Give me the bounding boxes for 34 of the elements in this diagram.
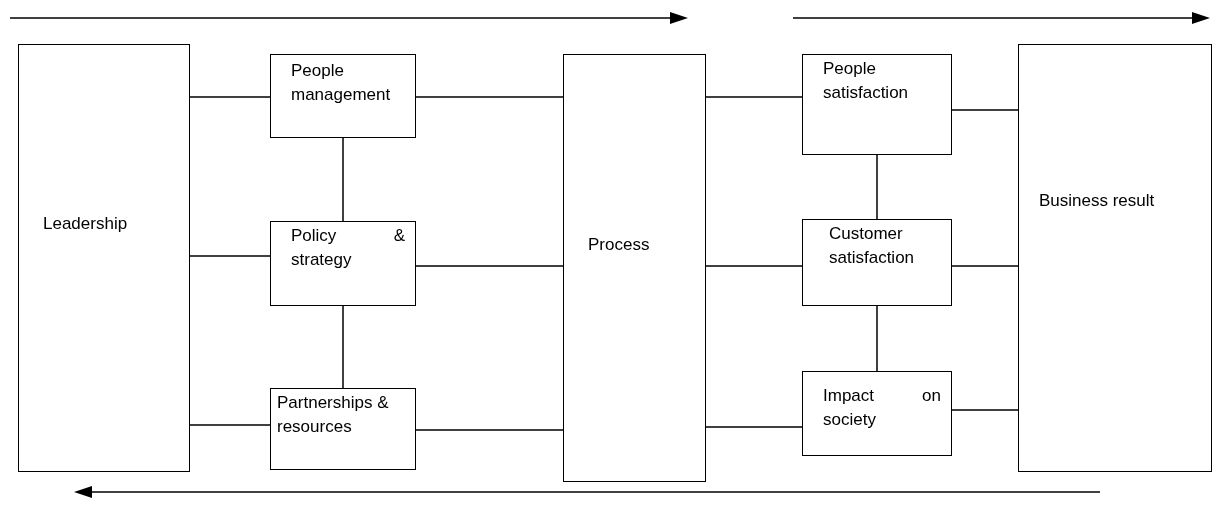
box-label: Impact on society bbox=[823, 385, 941, 431]
box-label: Business result bbox=[1039, 190, 1156, 212]
connector-line bbox=[951, 109, 1019, 111]
connector-line bbox=[342, 305, 344, 389]
connector-line bbox=[415, 96, 564, 98]
connector-line bbox=[189, 96, 271, 98]
connector-line bbox=[189, 255, 271, 257]
process-box bbox=[802, 371, 952, 456]
connector-line bbox=[951, 409, 1019, 411]
connector-line bbox=[705, 96, 803, 98]
process-box bbox=[270, 221, 416, 306]
connector-line bbox=[876, 154, 878, 220]
box-label: Partnerships & resources bbox=[277, 392, 390, 438]
connector-line bbox=[415, 265, 564, 267]
box-label: Process bbox=[588, 234, 651, 256]
connector-line bbox=[876, 305, 878, 372]
process-box bbox=[270, 388, 416, 470]
box-label: Customer satisfaction bbox=[829, 223, 916, 269]
process-box bbox=[802, 219, 952, 306]
box-label: Leadership bbox=[43, 213, 129, 235]
process-box bbox=[270, 54, 416, 138]
box-label: People management bbox=[291, 60, 392, 106]
connector-line bbox=[415, 429, 564, 431]
connector-line bbox=[951, 265, 1019, 267]
box-label: People satisfaction bbox=[823, 58, 910, 104]
box-label: Policy & strategy bbox=[291, 225, 405, 271]
process-box bbox=[1018, 44, 1212, 472]
process-box bbox=[18, 44, 190, 472]
process-box bbox=[563, 54, 706, 482]
connector-line bbox=[189, 424, 271, 426]
connector-line bbox=[342, 137, 344, 222]
connector-line bbox=[705, 265, 803, 267]
process-box bbox=[802, 54, 952, 155]
connector-line bbox=[705, 426, 803, 428]
